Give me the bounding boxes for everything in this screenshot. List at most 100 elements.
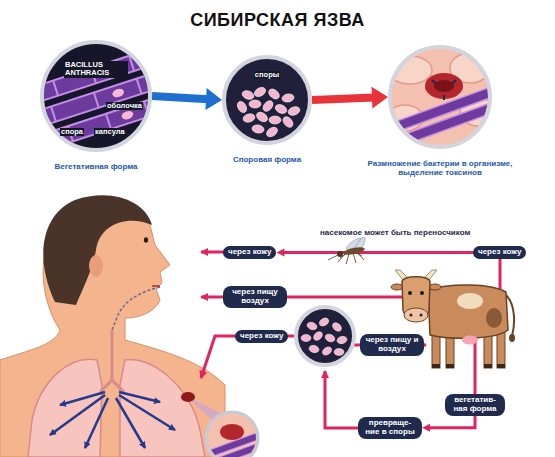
magnified-circle: BACILLUS ANTHRACISоболочкаспоракапсулаВе… — [40, 40, 152, 152]
pill-text: через кожу — [478, 248, 521, 257]
illustration-part — [484, 364, 492, 368]
illustration-part — [43, 195, 152, 305]
illustration-part — [224, 57, 310, 143]
illustration-part — [111, 87, 125, 98]
illustration-part — [296, 307, 354, 365]
diagram-title: СИБИРСКАЯ ЯЗВА — [0, 10, 555, 31]
illustration-part — [53, 80, 58, 95]
illustration-part — [388, 87, 500, 148]
illustration-part — [328, 255, 338, 260]
illustration-part — [321, 345, 333, 356]
human-figure — [0, 195, 225, 457]
illustration-part — [116, 398, 145, 448]
pill-text: через кожу — [240, 332, 283, 341]
illustration-part — [408, 291, 412, 295]
pill-text: через пищу и воздух — [365, 336, 419, 354]
illustration-part — [100, 330, 124, 392]
illustration-part — [144, 237, 148, 243]
illustration-part — [432, 364, 505, 368]
illustration-part — [404, 308, 428, 322]
connector — [422, 416, 475, 432]
illustration-part — [119, 392, 160, 402]
illustration-part — [274, 103, 288, 115]
illustration-part — [446, 364, 454, 368]
connector-line — [429, 416, 475, 428]
illustration-part — [120, 359, 205, 457]
illustration-part — [251, 124, 264, 134]
illustration-part — [50, 392, 175, 448]
illustration-part — [357, 252, 364, 260]
illustration-part — [306, 321, 318, 331]
illustration-part — [121, 110, 135, 121]
illustration-part — [497, 364, 505, 368]
lungs — [28, 287, 263, 457]
part-label: BACILLUS ANTHRACIS — [64, 61, 128, 78]
illustration-part — [388, 56, 432, 84]
connector-line — [283, 251, 473, 254]
pill-text: превраще- ние в споры — [363, 419, 417, 437]
circle-caption: Вегетативная форма — [21, 162, 171, 171]
illustration-part — [308, 344, 319, 353]
route-pill: превраще- ние в споры — [358, 417, 422, 439]
illustration-part — [432, 364, 440, 368]
pill-text: через кожу — [228, 248, 271, 257]
illustration-part — [432, 80, 456, 100]
illustration-part — [181, 392, 195, 402]
pill-text: через пищу воздух — [228, 288, 282, 306]
illustration-part — [236, 86, 301, 139]
part-label: споры — [254, 71, 280, 79]
illustration-part — [331, 321, 343, 333]
illustration-part — [89, 255, 103, 277]
illustration-part — [443, 95, 445, 100]
illustration-part — [509, 334, 515, 342]
illustration-part — [429, 284, 441, 290]
illustration-part — [112, 287, 160, 330]
illustration-part — [452, 80, 456, 84]
route-pill: через пищу воздух — [223, 286, 287, 308]
illustration-part — [249, 100, 261, 108]
part-label: капсула — [94, 128, 126, 136]
illustration-part — [324, 333, 336, 344]
illustration-part — [50, 395, 105, 435]
illustration-part — [301, 316, 348, 356]
illustration-part — [94, 93, 99, 108]
illustration-part — [236, 100, 249, 114]
illustration-part — [486, 308, 502, 328]
illustration-part — [336, 335, 347, 344]
magnified-circle: спорыСпоровая форма — [222, 55, 312, 145]
part-label: оболочка — [106, 102, 143, 110]
route-pill: вегетатив- ная форма — [445, 394, 505, 416]
illustration-part — [420, 314, 423, 317]
illustration-part — [206, 424, 263, 457]
illustration-part — [318, 316, 330, 327]
illustration-part — [391, 284, 403, 290]
arrow-head — [422, 424, 430, 432]
illustration-part — [0, 202, 225, 457]
illustration-part — [206, 433, 263, 457]
illustration-part — [432, 80, 436, 84]
illustration-part — [387, 53, 500, 148]
route-pill: через кожу — [223, 246, 276, 259]
illustration-part — [261, 99, 275, 113]
illustration-part — [241, 89, 255, 101]
illustration-part — [281, 93, 294, 103]
tissue-circle-art — [387, 47, 500, 148]
illustration-part — [255, 110, 269, 123]
illustration-part — [242, 113, 256, 124]
illustration-part — [106, 114, 111, 129]
connector — [152, 88, 222, 110]
connector — [312, 87, 388, 109]
circle-caption: Размножение бактерии в организме, выделе… — [358, 159, 523, 177]
illustration-part — [28, 359, 102, 457]
illustration-part — [281, 115, 295, 129]
illustration-part — [337, 251, 343, 257]
arrow-head — [372, 87, 388, 109]
illustration-part — [119, 395, 175, 430]
connector-line — [152, 96, 208, 99]
circle-caption: Споровая форма — [202, 155, 332, 164]
arrow-head — [276, 248, 284, 256]
connector-line — [312, 98, 374, 101]
connector — [276, 248, 473, 256]
